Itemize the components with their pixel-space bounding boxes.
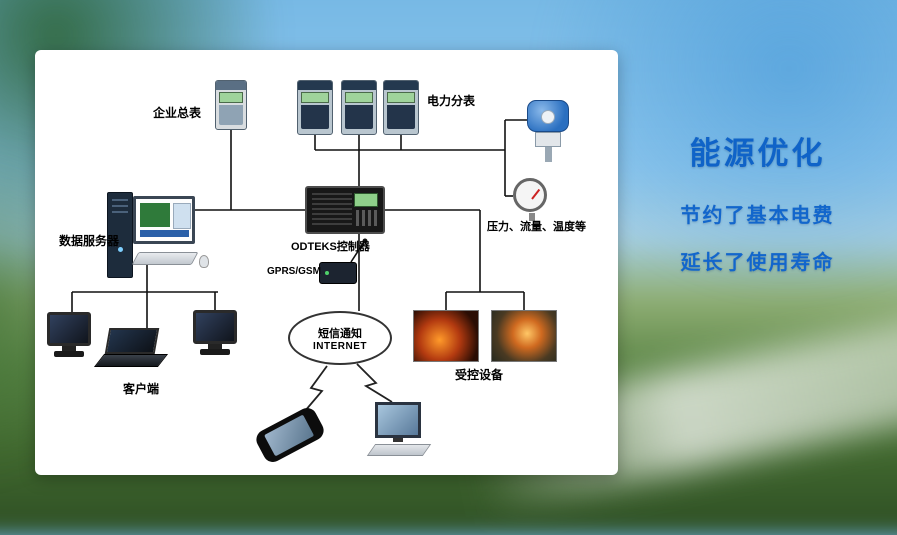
remote-pc-stand <box>393 438 403 442</box>
crt-base <box>200 349 230 355</box>
monitor-taskbar <box>140 230 189 237</box>
wire-layer <box>71 119 529 419</box>
crt-screen <box>193 310 237 344</box>
submeters-label: 电力分表 <box>427 94 476 108</box>
meter-lcd <box>345 92 373 103</box>
furnace-photo-1 <box>413 310 479 362</box>
controller-label: ODTEKS控制器 <box>291 241 370 253</box>
gauge-stem <box>529 213 535 221</box>
sms-label: 短信通知 <box>318 327 362 340</box>
server-mouse-icon <box>199 255 209 268</box>
controller-screen <box>354 193 378 207</box>
internet-ellipse: 短信通知 INTERNET <box>288 311 392 365</box>
lightning-bolt-right-icon <box>356 363 393 403</box>
meter-body <box>301 105 329 129</box>
meter-cap <box>384 81 418 90</box>
transmitter-stem <box>544 147 552 162</box>
remote-pc-monitor-icon <box>375 402 421 438</box>
enterprise-meter-device-icon <box>215 80 247 130</box>
caption-line-2: 延长了使用寿命 <box>680 252 835 274</box>
laptop-base <box>93 354 169 367</box>
monitor-content-panel <box>173 203 191 229</box>
meter-body <box>219 105 243 125</box>
gprs-modem-icon <box>319 262 357 284</box>
remote-pc-keyboard-icon <box>366 444 432 456</box>
transmitter-face <box>541 110 555 124</box>
gauge-needle <box>531 188 541 200</box>
laptop-screen <box>104 328 160 354</box>
sensors-label: 压力、流量、温度等 <box>487 221 586 233</box>
diagram-panel: 企业总表 电力分表 压力、流量、温度等 ODTEKS控制器 <box>35 50 618 475</box>
caption-line-1: 节约了基本电费 <box>680 205 835 227</box>
internet-label: INTERNET <box>313 340 367 352</box>
clients-label: 客户端 <box>123 382 160 396</box>
pressure-gauge-icon <box>513 178 547 221</box>
controller-keys <box>356 210 378 226</box>
client-laptop-icon <box>93 328 169 367</box>
meter-lcd <box>219 92 243 103</box>
submeter-3-icon <box>383 80 419 135</box>
submeter-1-icon <box>297 80 333 135</box>
crt-base <box>54 351 84 357</box>
tower-drive-bays <box>112 199 128 217</box>
controlled-devices-label: 受控设备 <box>455 368 504 382</box>
client-monitor-1-icon <box>47 312 91 357</box>
client-monitor-2-icon <box>193 310 237 355</box>
meter-cap <box>216 81 246 90</box>
crt-neck <box>62 346 76 351</box>
modem-led <box>325 271 329 275</box>
server-monitor-icon <box>133 196 195 244</box>
caption-block: 能源优化 节约了基本电费 延长了使用寿命 <box>640 128 875 275</box>
antenna-tip-icon <box>362 238 368 244</box>
crt-neck <box>208 344 222 349</box>
server-keyboard-icon <box>131 252 199 265</box>
gprs-label: GPRS/GSM <box>267 266 321 277</box>
controller-terminals <box>312 193 352 227</box>
transmitter-body <box>535 132 561 147</box>
meter-body <box>387 105 415 129</box>
pressure-transmitter-icon <box>527 100 569 162</box>
meter-lcd <box>301 92 329 103</box>
submeter-2-icon <box>341 80 377 135</box>
server-tower-icon <box>107 192 133 278</box>
meter-cap <box>298 81 332 90</box>
data-server-label: 数据服务器 <box>59 234 120 248</box>
meter-body <box>345 105 373 129</box>
odteks-controller-icon <box>305 186 385 234</box>
enterprise-meter-label: 企业总表 <box>153 106 202 120</box>
furnace-photo-2 <box>491 310 557 362</box>
transmitter-head <box>527 100 569 132</box>
tower-power-led <box>117 247 123 252</box>
lightning-bolt-left-icon <box>298 365 328 419</box>
meter-lcd <box>387 92 415 103</box>
caption-title: 能源优化 <box>689 136 826 171</box>
crt-screen <box>47 312 91 346</box>
meter-cap <box>342 81 376 90</box>
monitor-content-green <box>140 203 170 227</box>
